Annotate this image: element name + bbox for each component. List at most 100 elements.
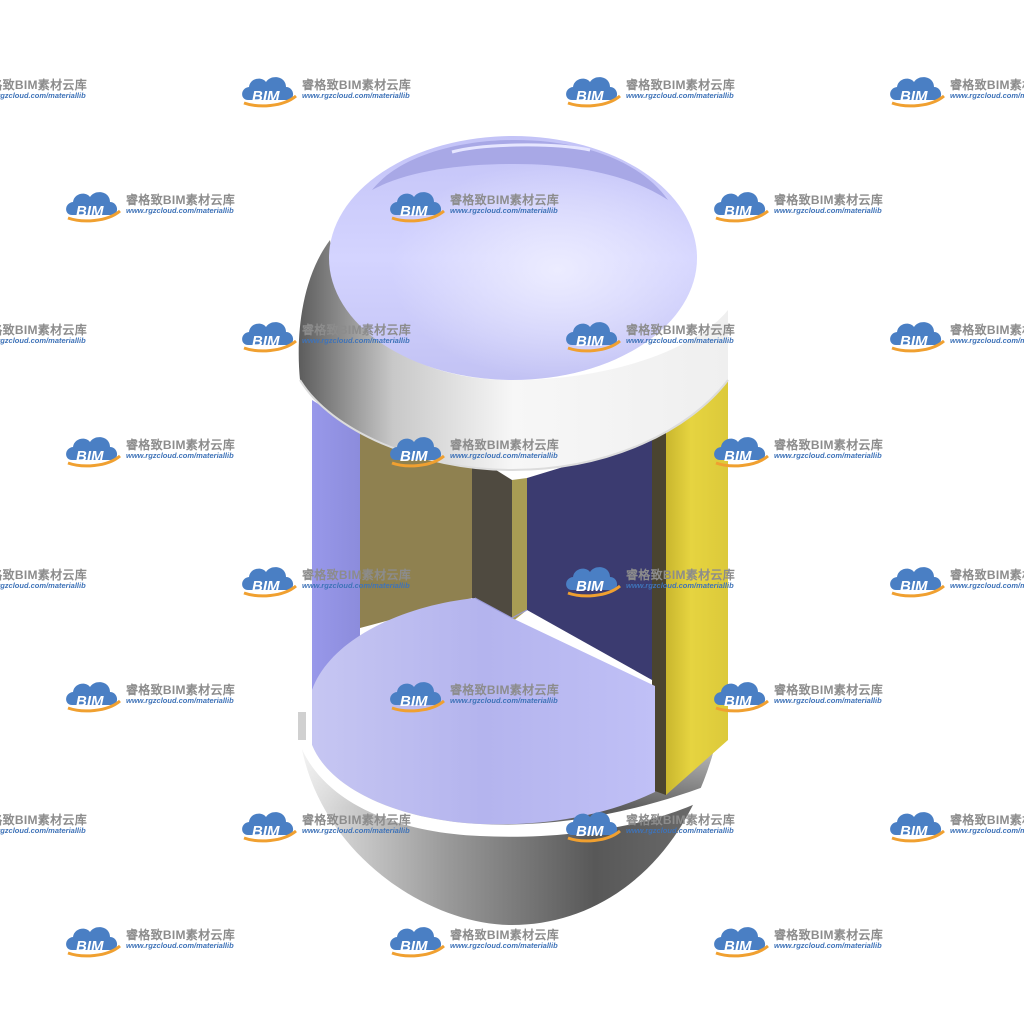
cloud-logo-icon: BIM [242, 812, 297, 843]
cloud-logo-icon: BIM [66, 437, 121, 468]
cloud-logo-icon: BIM [890, 77, 945, 108]
cloud-logo-icon: BIM [66, 192, 121, 223]
watermark-title: 睿格致BIM素材云库 [950, 813, 1024, 827]
watermark: BIM 睿格致BIM素材云库 www.rgzcloud.com/material… [62, 185, 252, 225]
cloud-logo-icon: BIM [714, 437, 769, 468]
watermark-url: www.rgzcloud.com/materiallib [626, 826, 734, 835]
watermark-url: www.rgzcloud.com/materiallib [302, 91, 410, 100]
watermark: BIM 睿格致BIM素材云库 www.rgzcloud.com/material… [0, 70, 104, 110]
svg-text:BIM: BIM [576, 578, 604, 595]
watermark-title: 睿格致BIM素材云库 [950, 78, 1024, 92]
watermark: BIM 睿格致BIM素材云库 www.rgzcloud.com/material… [62, 430, 252, 470]
svg-text:BIM: BIM [900, 88, 928, 105]
cloud-logo-icon: BIM [390, 192, 445, 223]
watermark-url: www.rgzcloud.com/materiallib [626, 91, 734, 100]
watermark: BIM 睿格致BIM素材云库 www.rgzcloud.com/material… [386, 920, 576, 960]
svg-text:BIM: BIM [400, 693, 428, 710]
svg-text:BIM: BIM [724, 203, 752, 220]
svg-text:BIM: BIM [76, 448, 104, 465]
watermark-title: 睿格致BIM素材云库 [774, 683, 883, 697]
watermark: BIM 睿格致BIM素材云库 www.rgzcloud.com/material… [238, 70, 428, 110]
cloud-logo-icon: BIM [390, 682, 445, 713]
watermark-url: www.rgzcloud.com/materiallib [450, 451, 558, 460]
watermark-title: 睿格致BIM素材云库 [626, 323, 735, 337]
cabin-interior [312, 380, 728, 795]
watermark-url: www.rgzcloud.com/materiallib [950, 581, 1024, 590]
watermark-url: www.rgzcloud.com/materiallib [126, 941, 234, 950]
watermark-url: www.rgzcloud.com/materiallib [950, 91, 1024, 100]
watermark-url: www.rgzcloud.com/materiallib [774, 941, 882, 950]
watermark-url: www.rgzcloud.com/materiallib [0, 336, 86, 345]
watermark-title: 睿格致BIM素材云库 [774, 928, 883, 942]
watermark: BIM 睿格致BIM素材云库 www.rgzcloud.com/material… [386, 185, 576, 225]
watermark: BIM 睿格致BIM素材云库 www.rgzcloud.com/material… [62, 920, 252, 960]
watermark-title: 睿格致BIM素材云库 [0, 813, 87, 827]
cloud-logo-icon: BIM [566, 567, 621, 598]
svg-text:BIM: BIM [724, 448, 752, 465]
watermark-title: 睿格致BIM素材云库 [126, 438, 235, 452]
watermark-url: www.rgzcloud.com/materiallib [0, 826, 86, 835]
svg-text:BIM: BIM [76, 938, 104, 955]
watermark: BIM 睿格致BIM素材云库 www.rgzcloud.com/material… [238, 560, 428, 600]
cabin-floor [312, 597, 655, 825]
watermark: BIM 睿格致BIM素材云库 www.rgzcloud.com/material… [562, 70, 752, 110]
cloud-logo-icon: BIM [714, 682, 769, 713]
svg-text:BIM: BIM [76, 203, 104, 220]
svg-text:BIM: BIM [576, 88, 604, 105]
watermark-title: 睿格致BIM素材云库 [126, 193, 235, 207]
watermark-url: www.rgzcloud.com/materiallib [126, 696, 234, 705]
watermark-url: www.rgzcloud.com/materiallib [302, 826, 410, 835]
cloud-logo-icon: BIM [66, 682, 121, 713]
watermark-title: 睿格致BIM素材云库 [450, 683, 559, 697]
svg-text:BIM: BIM [252, 578, 280, 595]
svg-text:BIM: BIM [576, 333, 604, 350]
svg-text:BIM: BIM [400, 203, 428, 220]
watermark-url: www.rgzcloud.com/materiallib [450, 941, 558, 950]
watermark: BIM 睿格致BIM素材云库 www.rgzcloud.com/material… [562, 805, 752, 845]
watermark-title: 睿格致BIM素材云库 [450, 193, 559, 207]
cloud-logo-icon: BIM [566, 77, 621, 108]
svg-text:BIM: BIM [900, 578, 928, 595]
top-ring [298, 240, 729, 472]
watermark: BIM 睿格致BIM素材云库 www.rgzcloud.com/material… [562, 315, 752, 355]
cloud-logo-icon: BIM [566, 322, 621, 353]
watermark: BIM 睿格致BIM素材云库 www.rgzcloud.com/material… [238, 805, 428, 845]
watermark-url: www.rgzcloud.com/materiallib [950, 336, 1024, 345]
watermark-title: 睿格致BIM素材云库 [626, 813, 735, 827]
svg-text:BIM: BIM [252, 333, 280, 350]
svg-text:BIM: BIM [900, 333, 928, 350]
watermark-url: www.rgzcloud.com/materiallib [450, 696, 558, 705]
watermark-title: 睿格致BIM素材云库 [302, 78, 411, 92]
svg-text:BIM: BIM [252, 823, 280, 840]
watermark-title: 睿格致BIM素材云库 [302, 323, 411, 337]
watermark-title: 睿格致BIM素材云库 [126, 928, 235, 942]
watermark: BIM 睿格致BIM素材云库 www.rgzcloud.com/material… [0, 315, 104, 355]
watermark-title: 睿格致BIM素材云库 [774, 438, 883, 452]
watermark-title: 睿格致BIM素材云库 [626, 78, 735, 92]
watermark-title: 睿格致BIM素材云库 [950, 568, 1024, 582]
watermark: BIM 睿格致BIM素材云库 www.rgzcloud.com/material… [62, 675, 252, 715]
watermark: BIM 睿格致BIM素材云库 www.rgzcloud.com/material… [710, 185, 900, 225]
svg-text:BIM: BIM [252, 88, 280, 105]
cloud-logo-icon: BIM [66, 927, 121, 958]
watermark-url: www.rgzcloud.com/materiallib [626, 581, 734, 590]
watermark: BIM 睿格致BIM素材云库 www.rgzcloud.com/material… [886, 805, 1024, 845]
watermark-title: 睿格致BIM素材云库 [774, 193, 883, 207]
svg-text:BIM: BIM [76, 693, 104, 710]
watermark: BIM 睿格致BIM素材云库 www.rgzcloud.com/material… [0, 560, 104, 600]
cloud-logo-icon: BIM [242, 567, 297, 598]
watermark: BIM 睿格致BIM素材云库 www.rgzcloud.com/material… [386, 430, 576, 470]
watermark: BIM 睿格致BIM素材云库 www.rgzcloud.com/material… [238, 315, 428, 355]
watermark-title: 睿格致BIM素材云库 [450, 928, 559, 942]
watermark-url: www.rgzcloud.com/materiallib [302, 581, 410, 590]
watermark: BIM 睿格致BIM素材云库 www.rgzcloud.com/material… [0, 805, 104, 845]
cloud-logo-icon: BIM [714, 927, 769, 958]
svg-text:BIM: BIM [900, 823, 928, 840]
watermark: BIM 睿格致BIM素材云库 www.rgzcloud.com/material… [886, 560, 1024, 600]
bottom-ring [298, 712, 722, 837]
svg-text:BIM: BIM [400, 938, 428, 955]
watermark-title: 睿格致BIM素材云库 [450, 438, 559, 452]
cloud-logo-icon: BIM [890, 812, 945, 843]
svg-text:BIM: BIM [724, 693, 752, 710]
svg-text:BIM: BIM [576, 823, 604, 840]
